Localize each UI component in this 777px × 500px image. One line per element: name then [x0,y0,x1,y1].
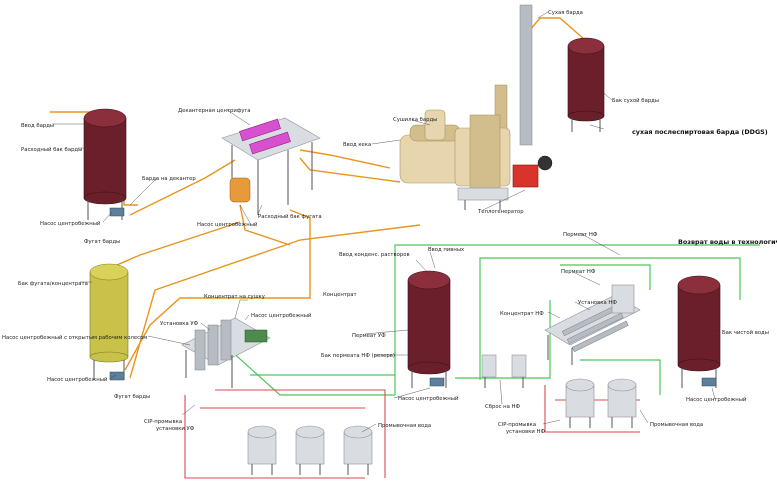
nf-unit [544,284,641,365]
label-vvod-pivnoy: Ввод пивных [428,247,464,253]
decanter-centrifuge [221,117,321,215]
nf-permeate-tank [407,270,451,388]
label-nasos-centr-2: Насос центробежный [197,221,257,228]
label-cip-uf: CIP-промывка установки УФ [144,419,195,432]
label-barda-na-dekanter: Барда на декантер [142,176,196,182]
uf-unit [181,299,271,388]
dryer-unit [399,4,553,210]
label-rashodny-bak-bardy: Расходный бак барды [21,146,82,153]
cip-tanks-nf [565,378,637,428]
label-dekanternaya-centrifuga: Декантерная центрифуга [178,108,251,114]
label-concentrat: Концентрат [323,292,357,298]
label-suhaya-barda-final: сухая послеспиртовая барда (DDGS) [632,128,768,136]
label-ustanovka-uf: Установка УФ [160,321,199,327]
label-vvod-keka: Ввод кека [343,142,371,148]
label-permeat-nf-mid: Пермеат НФ [561,269,596,275]
label-cip-nf: CIP-промывка установки НФ [498,422,546,435]
label-sbros-na-nf: Сброс на НФ [485,404,521,410]
fugate-supply-tank [229,177,251,203]
label-ustanovka-nf: Установка НФ [578,300,617,306]
label-promyvochnaya-voda-1: Промывочная вода [378,423,431,429]
label-nasos-centr-5: Насос центробежный [398,395,458,402]
label-promyvochnaya-voda-2: Промывочная вода [650,422,703,428]
label-rashodny-bak-fugata: Расходный бак фугата [258,213,322,220]
label-suhaya-barda-top: Сухая барда [548,10,583,16]
cip-tanks-uf [247,425,373,475]
stillage-supply-tank [83,108,127,220]
label-fugat-bardy-bottom: Фугат барды [114,394,150,400]
label-vvod-kondensata: Ввод конденс. растворов [339,252,410,258]
fugate-concentrate-tank [89,263,129,381]
label-sushilka-bardy: Сушилка барды [393,117,437,123]
nf-filters [481,354,527,388]
label-permeat-uf: Пермеат УФ [352,333,386,339]
label-nasos-centr-4: Насос центробежный [251,312,311,319]
label-nasos-centr-1: Насос центробежный [40,220,100,227]
label-concentrat-na-sushku: Концентрат на сушку [204,294,265,300]
label-nasos-otkr-koleso: Насос центробежный с открытым рабочим ко… [2,334,147,341]
label-bak-chistoy-vody: Бак чистой воды [722,329,769,336]
label-permeat-nf-top: Пермеат НФ [563,232,598,238]
exhaust-stack [519,4,533,146]
label-vvod-bardy: Ввод барды [21,123,54,129]
dry-stillage-tank [567,37,605,132]
label-nasos-centr-3: Насос центробежный [47,376,107,383]
label-nasos-centr-6: Насос центробежный [686,396,746,403]
label-fugat-bardy-top: Фугат барды [84,239,120,245]
clean-water-tank [677,275,721,388]
label-bak-fugata-concentrata: Бак фугата/концентрата [18,281,88,287]
label-bak-permeata: Бак пермеата НФ (резерв) [321,353,395,359]
labels: Ввод барды Расходный бак барды Барда на … [2,10,777,435]
label-vozvrat-vody: Возврат воды в технологический [678,238,777,246]
label-teplogenerator: Теплогенератор [477,209,524,215]
green-pipelines [229,244,760,396]
heat-generator [512,164,539,188]
pump [109,207,125,217]
label-concentrat-nf: Концентрат НФ [500,311,544,317]
leader-lines [52,11,720,433]
label-bak-suhoy-bardy: Бак сухой барды [612,97,659,104]
